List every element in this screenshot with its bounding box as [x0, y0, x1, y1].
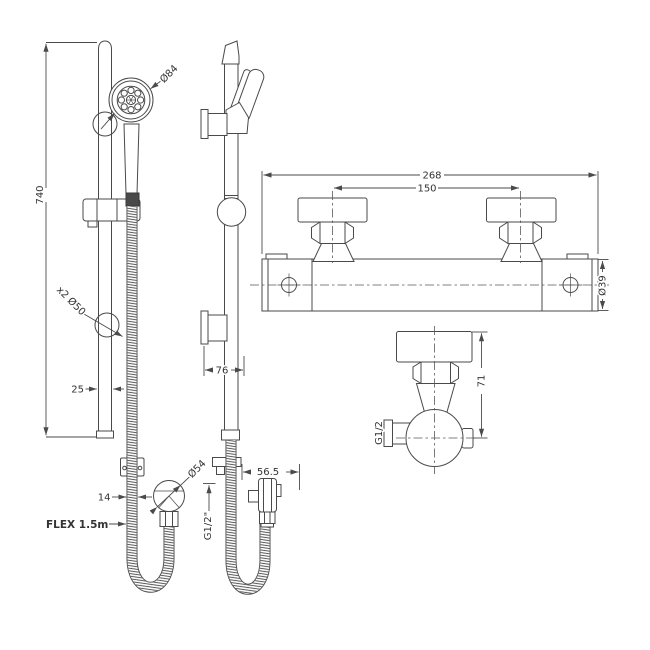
dim-84: Ø84: [150, 61, 182, 90]
dim-14-label: 14: [98, 493, 111, 504]
inlet-cone-left: [312, 243, 355, 262]
dim-268: 268: [261, 169, 599, 254]
dim-flex: FLEX 1.5m: [45, 518, 126, 533]
rail-bottom-cap-side: [221, 429, 240, 441]
valve-cone-side: [415, 383, 456, 413]
bottom-bracket-flange-side: [200, 310, 209, 345]
rail-front-view: 740 Ø84 x2 Ø50 25 14 FLEX 1.5m Ø54: [34, 40, 216, 593]
dim-39-label: Ø39: [597, 275, 609, 296]
dim-56-5: 56.5: [241, 464, 300, 490]
top-bracket-body-side: [207, 113, 228, 136]
rail-tube: [98, 40, 112, 431]
dim-25-label: 25: [71, 385, 84, 396]
top-bracket-flange-side: [200, 109, 209, 139]
inlet-cone-right: [500, 243, 543, 262]
valve-side-view: 71 G1/2: [373, 326, 489, 474]
dim-76-label: 76: [216, 366, 229, 377]
outlet-hex-nut: [159, 511, 179, 527]
dim-g12-valve-label: G1/2: [374, 421, 385, 445]
dim-39: Ø39: [595, 259, 610, 311]
handset-grip: [123, 123, 140, 195]
dim-14: 14: [96, 491, 152, 505]
dim-25: 25: [70, 383, 124, 397]
dim-71-label: 71: [477, 375, 488, 388]
slider-knob-side: [216, 197, 247, 227]
dim-x2-50: x2 Ø50: [53, 283, 90, 320]
handset-hose-connector: [125, 192, 140, 207]
top-bracket-callout: [92, 111, 118, 137]
bottom-bracket-leader: [83, 313, 123, 337]
bracket-screw-hole: [137, 465, 143, 471]
hose-guide-foot-side: [216, 466, 225, 475]
handset-face: [116, 85, 146, 115]
wall-outlet-front: [153, 480, 185, 527]
rail-side-view: 76 56.5: [200, 40, 300, 595]
handset-nozzles: [117, 86, 145, 114]
wall-outlet-elbow-side: [248, 478, 282, 528]
handset-hub-star: [126, 95, 136, 105]
bracket-screw-hole: [122, 465, 127, 471]
dim-g12-outlet: G1/2": [202, 483, 216, 542]
dim-x2-50-label: x2 Ø50: [54, 284, 88, 318]
dim-g12-outlet-label: G1/2": [203, 512, 214, 540]
dim-76: 76: [203, 346, 245, 378]
dim-56-5-label: 56.5: [257, 467, 279, 478]
rail-bottom-cap: [96, 430, 114, 439]
holder-clamp-tab: [87, 220, 98, 228]
dim-740: 740: [34, 42, 97, 438]
handset-head-ring: [111, 80, 151, 120]
wall-plate-right: [486, 197, 557, 223]
dim-84-label: Ø84: [157, 62, 180, 85]
valve-inlet-flange: [383, 419, 393, 447]
flex-hose-side: [225, 440, 271, 595]
dim-268-label: 268: [422, 171, 441, 182]
dim-740-label: 740: [35, 185, 46, 204]
top-bracket-leader: [100, 113, 115, 130]
flex-hose-front: [126, 206, 175, 593]
dim-71: 71: [472, 331, 489, 439]
valve-front-view: 268 150 Ø39: [250, 169, 610, 312]
dim-150-label: 150: [417, 184, 436, 195]
rail-top-cap-side: [221, 40, 240, 65]
dim-g12-valve: G1/2: [373, 420, 387, 447]
flex-label: FLEX 1.5m: [46, 519, 108, 531]
valve-nut-side: [412, 361, 459, 384]
bottom-bracket-callout: [94, 312, 120, 338]
bottom-bracket-body-side: [207, 314, 228, 342]
dim-150: 150: [334, 182, 519, 196]
